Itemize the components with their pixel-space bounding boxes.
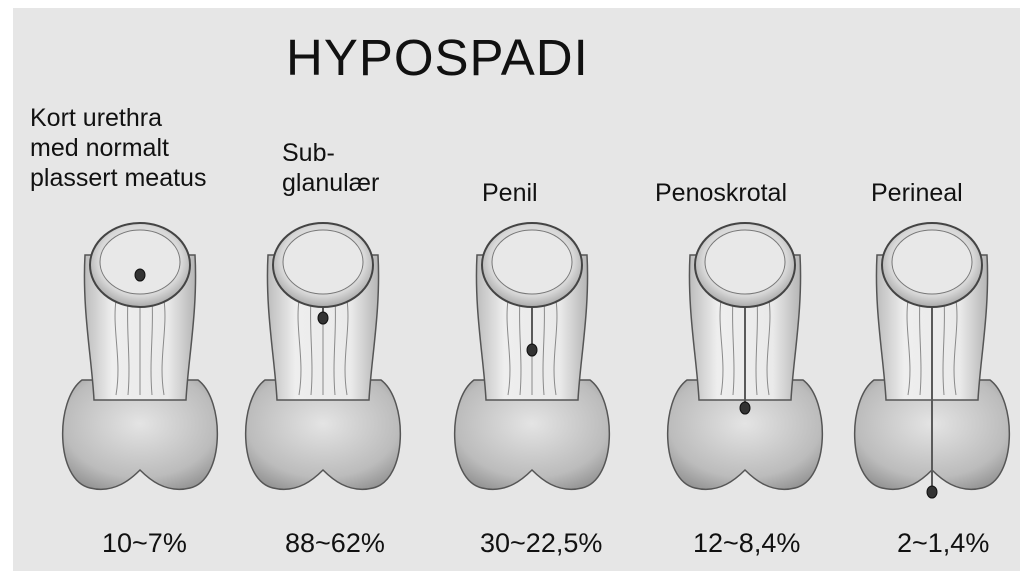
variant-value-penile: 30~22,5% [480,530,602,557]
variant-value-perineal: 2~1,4% [897,530,989,557]
figure-penoscrotal [668,223,823,489]
variant-value-penoscrotal: 12~8,4% [693,530,800,557]
figure-penile [455,223,610,489]
variant-value-subglanular: 88~62% [285,530,385,557]
meatus-marker [318,312,328,324]
meatus-marker [135,269,145,281]
figure-short-urethra [63,223,218,489]
variant-value-short-urethra: 10~7% [102,530,187,557]
figure-subglanular [246,223,401,489]
meatus-marker [927,486,937,498]
meatus-marker [527,344,537,356]
meatus-marker [740,402,750,414]
figure-perineal [855,223,1010,498]
